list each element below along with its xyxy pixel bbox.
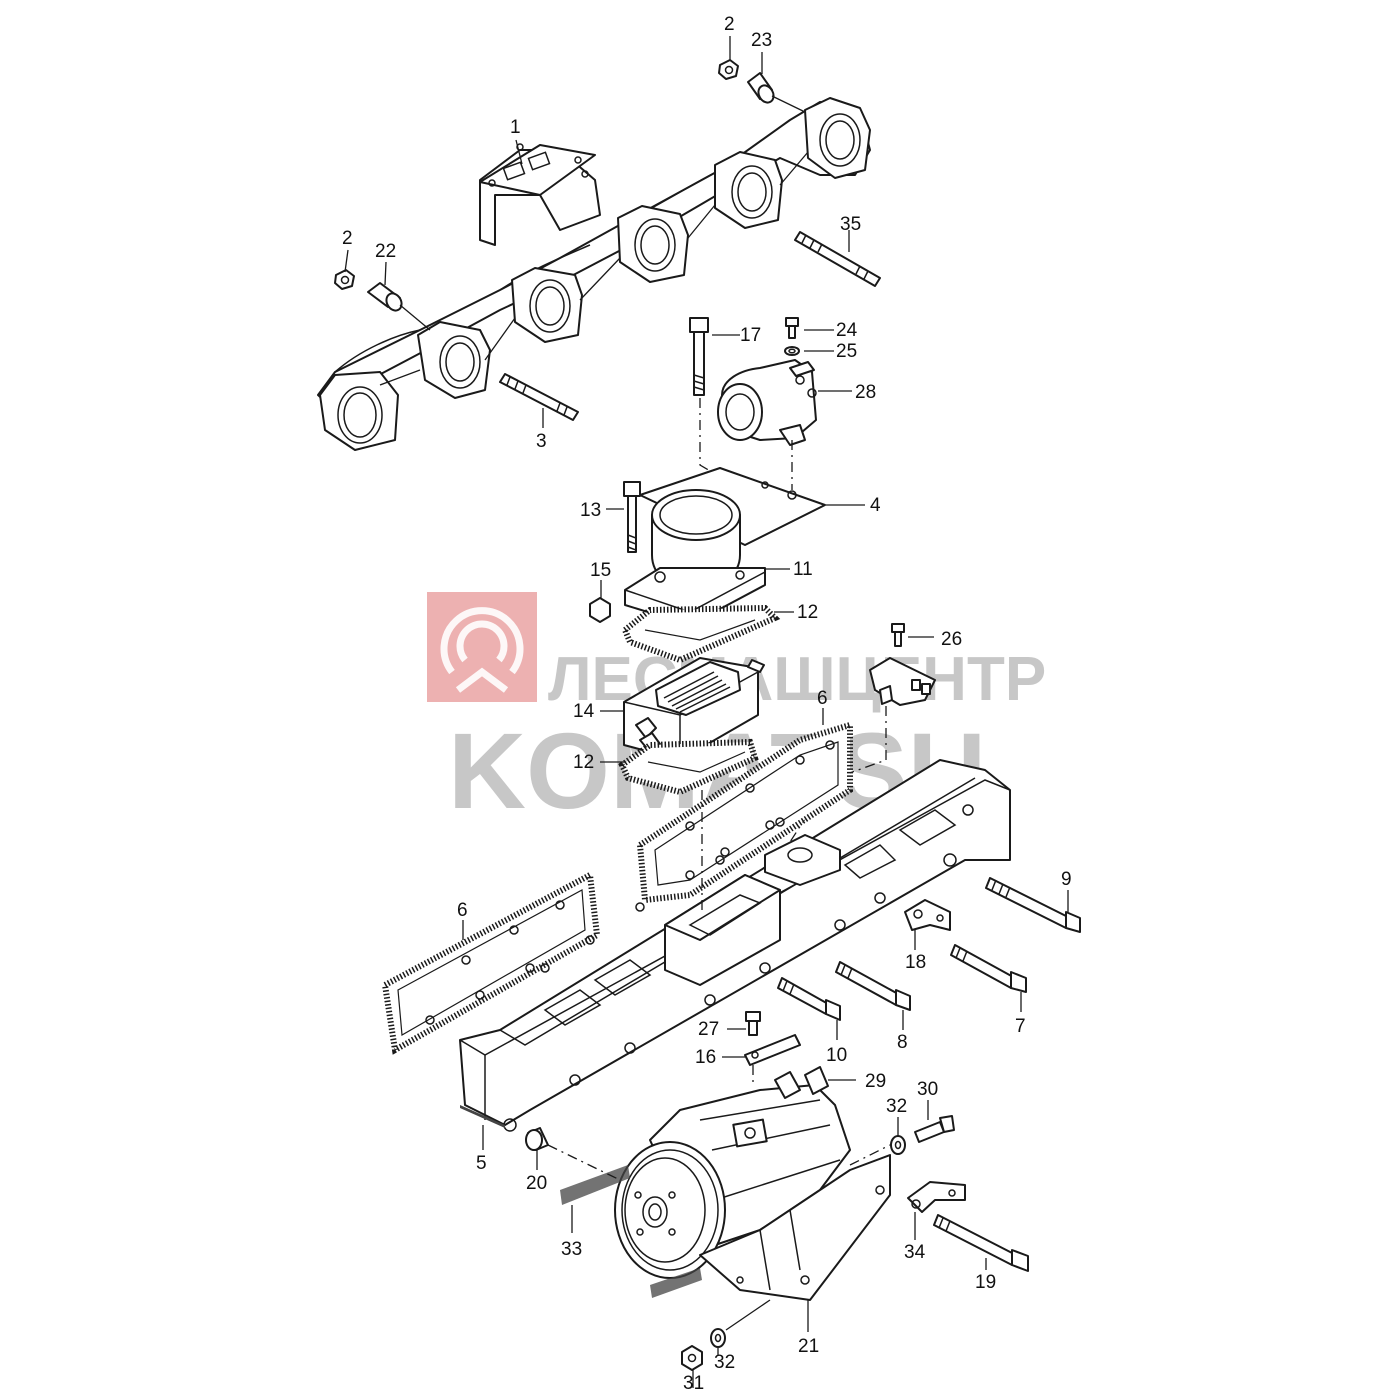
- callout-20: 20: [526, 1173, 547, 1194]
- nut-31: [681, 1345, 703, 1371]
- bracket-18: [904, 899, 951, 931]
- spacer-22: [367, 282, 403, 312]
- plate-16: [744, 1034, 801, 1066]
- callout-21: 21: [798, 1336, 819, 1357]
- stud-35: [794, 231, 881, 287]
- ac-compressor: [614, 1066, 851, 1279]
- watermark-line1: ЛЕСМАШЦЕНТР: [548, 645, 1046, 714]
- bolt-27: [745, 1011, 761, 1036]
- callout-34: 34: [904, 1242, 926, 1263]
- callout-15: 15: [590, 560, 611, 581]
- spacer-20: [525, 1127, 549, 1151]
- callout-5: 5: [476, 1153, 487, 1174]
- washer-32-lower: [710, 1328, 726, 1348]
- callout-23: 23: [751, 30, 772, 51]
- callout-32-lower: 32: [714, 1352, 735, 1373]
- callout-numbers: 1 2 2 3 4 5 6 6 7 8 9 10 11 12 12 13 14 …: [342, 14, 1072, 1394]
- callout-28: 28: [855, 382, 876, 403]
- washer-32-upper: [890, 1135, 906, 1155]
- callout-17: 17: [740, 325, 761, 346]
- bolt-30: [914, 1115, 955, 1143]
- callout-13: 13: [580, 500, 601, 521]
- callout-33: 33: [561, 1239, 582, 1260]
- stud-3: [499, 373, 579, 421]
- washer-25: [784, 346, 800, 356]
- callout-22: 22: [375, 241, 396, 262]
- callout-25: 25: [836, 341, 857, 362]
- callout-31: 31: [683, 1373, 704, 1394]
- bolt-7: [950, 944, 1027, 993]
- callout-32-upper: 32: [886, 1096, 907, 1117]
- gasket-6-upper: [636, 720, 853, 904]
- exhaust-manifold: [317, 97, 871, 451]
- plug-15: [589, 597, 611, 623]
- callout-12-lower: 12: [573, 752, 594, 773]
- gasket-12-upper: [621, 604, 781, 664]
- callout-11: 11: [793, 559, 813, 580]
- exhaust-elbow-11: [624, 489, 766, 626]
- callout-16: 16: [695, 1047, 716, 1068]
- callout-3: 3: [536, 431, 547, 452]
- solenoid-28: [717, 359, 817, 446]
- spacer-23: [747, 72, 775, 104]
- callout-6-lower: 6: [457, 900, 468, 921]
- callout-1: 1: [510, 117, 521, 138]
- screw-26: [891, 623, 905, 647]
- callout-12-upper: 12: [797, 602, 818, 623]
- callout-6-upper: 6: [817, 688, 828, 709]
- callout-leaders: [344, 36, 1069, 1388]
- compressor-bracket-21: [699, 1154, 891, 1301]
- sensor-26: [869, 657, 936, 706]
- belt-33: [560, 1165, 702, 1298]
- callout-10: 10: [826, 1045, 847, 1066]
- preheater-14: [623, 657, 765, 761]
- callout-9: 9: [1061, 869, 1072, 890]
- screw-24: [785, 317, 799, 339]
- intake-manifold-5: [459, 759, 1011, 1132]
- callout-24: 24: [836, 320, 858, 341]
- gasket-12-lower: [618, 738, 759, 796]
- callout-2-right: 2: [724, 14, 735, 35]
- callout-14: 14: [573, 701, 595, 722]
- callout-35: 35: [840, 214, 861, 235]
- callout-26: 26: [941, 629, 962, 650]
- callout-7: 7: [1015, 1016, 1026, 1037]
- bolt-13: [623, 481, 641, 553]
- callout-30: 30: [917, 1079, 938, 1100]
- bolt-17: [689, 317, 709, 396]
- bracket-34: [907, 1181, 966, 1213]
- callout-29: 29: [865, 1071, 886, 1092]
- gasket-6-lower: [381, 870, 601, 1055]
- bolt-9: [985, 877, 1081, 933]
- nut-2-right: [718, 59, 739, 80]
- bolt-8: [835, 961, 911, 1011]
- callout-4: 4: [870, 495, 881, 516]
- bolt-10: [777, 977, 841, 1021]
- callout-19: 19: [975, 1272, 996, 1293]
- callout-18: 18: [905, 952, 926, 973]
- callout-27: 27: [698, 1019, 719, 1040]
- watermark-logo-rings: [440, 607, 524, 693]
- callout-2-left: 2: [342, 228, 353, 249]
- nut-2-left: [334, 269, 355, 290]
- bolt-19: [933, 1214, 1029, 1272]
- callout-8: 8: [897, 1032, 908, 1053]
